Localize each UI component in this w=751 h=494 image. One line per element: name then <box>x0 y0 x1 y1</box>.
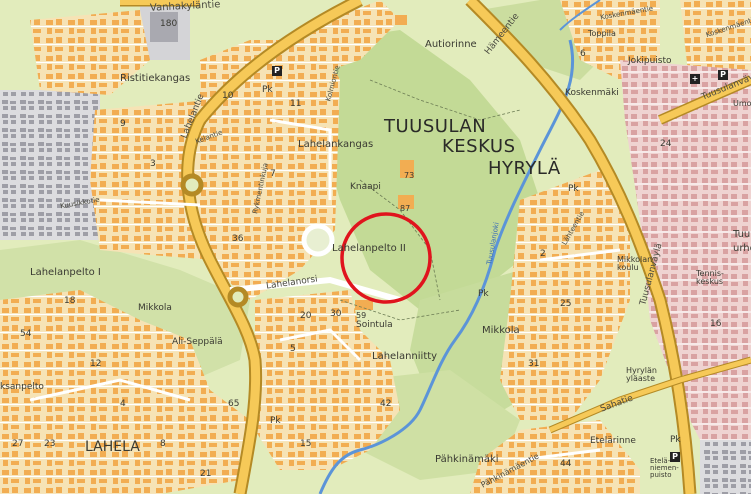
place-pk-1: Pk <box>262 85 273 95</box>
number-label: 15 <box>300 439 312 449</box>
place-mikkola-west: Mikkola <box>138 303 172 313</box>
place-autiorinne: Autiorinne <box>425 39 477 50</box>
number-label: 36 <box>232 234 244 244</box>
place-hyrylan-ylaaste: Hyrylän yläaste <box>626 366 657 383</box>
number-label: 31 <box>528 359 540 369</box>
number-label: 21 <box>200 469 212 479</box>
place-umo-cut: Umo <box>733 99 751 108</box>
place-ali-seppala: Ali-Seppälä <box>172 337 223 347</box>
parking-icon: P <box>272 66 282 76</box>
number-label: 27 <box>12 439 24 449</box>
number-label: 18 <box>64 296 76 306</box>
place-lahela: LAHELA <box>85 439 140 455</box>
number-label: 30 <box>330 309 342 319</box>
number-label: 11 <box>290 99 302 109</box>
number-label: 5 <box>290 344 296 354</box>
place-lahelanpelto-i: Lahelanpelto I <box>30 267 101 278</box>
place-koskenmaki: Koskenmäki <box>565 88 619 98</box>
place-pk-4: Pk <box>670 435 681 445</box>
number-label: 24 <box>660 139 672 149</box>
parking-icon: P <box>670 452 680 462</box>
number-label: 23 <box>44 439 56 449</box>
number-label: 87 <box>400 204 411 213</box>
number-label: 73 <box>404 171 415 180</box>
place-etelarinne: Etelärinne <box>590 436 636 446</box>
number-label: 25 <box>560 299 572 309</box>
parking-icon: P <box>718 70 728 80</box>
place-knaapi: Knaapi <box>350 182 381 192</box>
place-pk-3: Pk <box>568 184 579 194</box>
place-tennis-keskus: Tennis-keskus <box>696 269 724 286</box>
place-sointula: Sointula <box>356 320 393 330</box>
place-lahelanniitty: Lahelanniitty <box>372 351 438 362</box>
number-label: 20 <box>300 311 312 321</box>
place-lahelanpelto-ii: Lahelanpelto II <box>332 243 406 254</box>
number-label: 6 <box>580 49 586 59</box>
number-label: 59 <box>356 311 367 320</box>
place-pk-2: Pk <box>270 416 281 426</box>
place-urhe-cut: urhe <box>733 243 751 254</box>
number-label: 10 <box>222 91 234 101</box>
number-label: 3 <box>150 159 156 169</box>
place-pahkinamaki: Pähkinämäki <box>435 454 499 465</box>
number-label: 44 <box>560 459 572 469</box>
number-label: 8 <box>160 439 166 449</box>
place-tuusulan: TUUSULAN <box>384 116 487 137</box>
number-label: 7 <box>270 169 276 179</box>
place-hyryla: HYRYLÄ <box>488 158 561 179</box>
place-mikkola-east: Mikkola <box>482 325 520 336</box>
number-label: 42 <box>380 399 392 409</box>
number-label: 12 <box>90 359 102 369</box>
place-mikkolan-koulu: Mikkolan koulu <box>617 255 653 272</box>
number-label: 9 <box>120 119 126 129</box>
church-icon: + <box>690 74 700 84</box>
number-label: 4 <box>120 399 126 409</box>
place-ristitiekangas: Ristitiekangas <box>120 73 191 84</box>
place-keskus: KESKUS <box>442 136 516 157</box>
place-jokipuisto: Jokipuisto <box>628 56 672 66</box>
number-label: 180 <box>160 19 178 29</box>
place-pk-5: Pk <box>478 289 489 299</box>
number-label: 2 <box>540 249 546 259</box>
place-toppila: Toppila <box>588 29 616 38</box>
place-etela-puisto: Etelä-niemen-puisto <box>650 457 679 479</box>
number-label: 65 <box>228 399 240 409</box>
highlight-circle <box>340 212 432 304</box>
place-tuusula-cut: Tuu <box>733 229 751 240</box>
place-sanpelto-cut: ksanpelto <box>0 382 44 392</box>
number-label: 54 <box>20 329 32 339</box>
number-label: 16 <box>710 319 722 329</box>
place-lahelankangas: Lahelankangas <box>298 139 374 150</box>
